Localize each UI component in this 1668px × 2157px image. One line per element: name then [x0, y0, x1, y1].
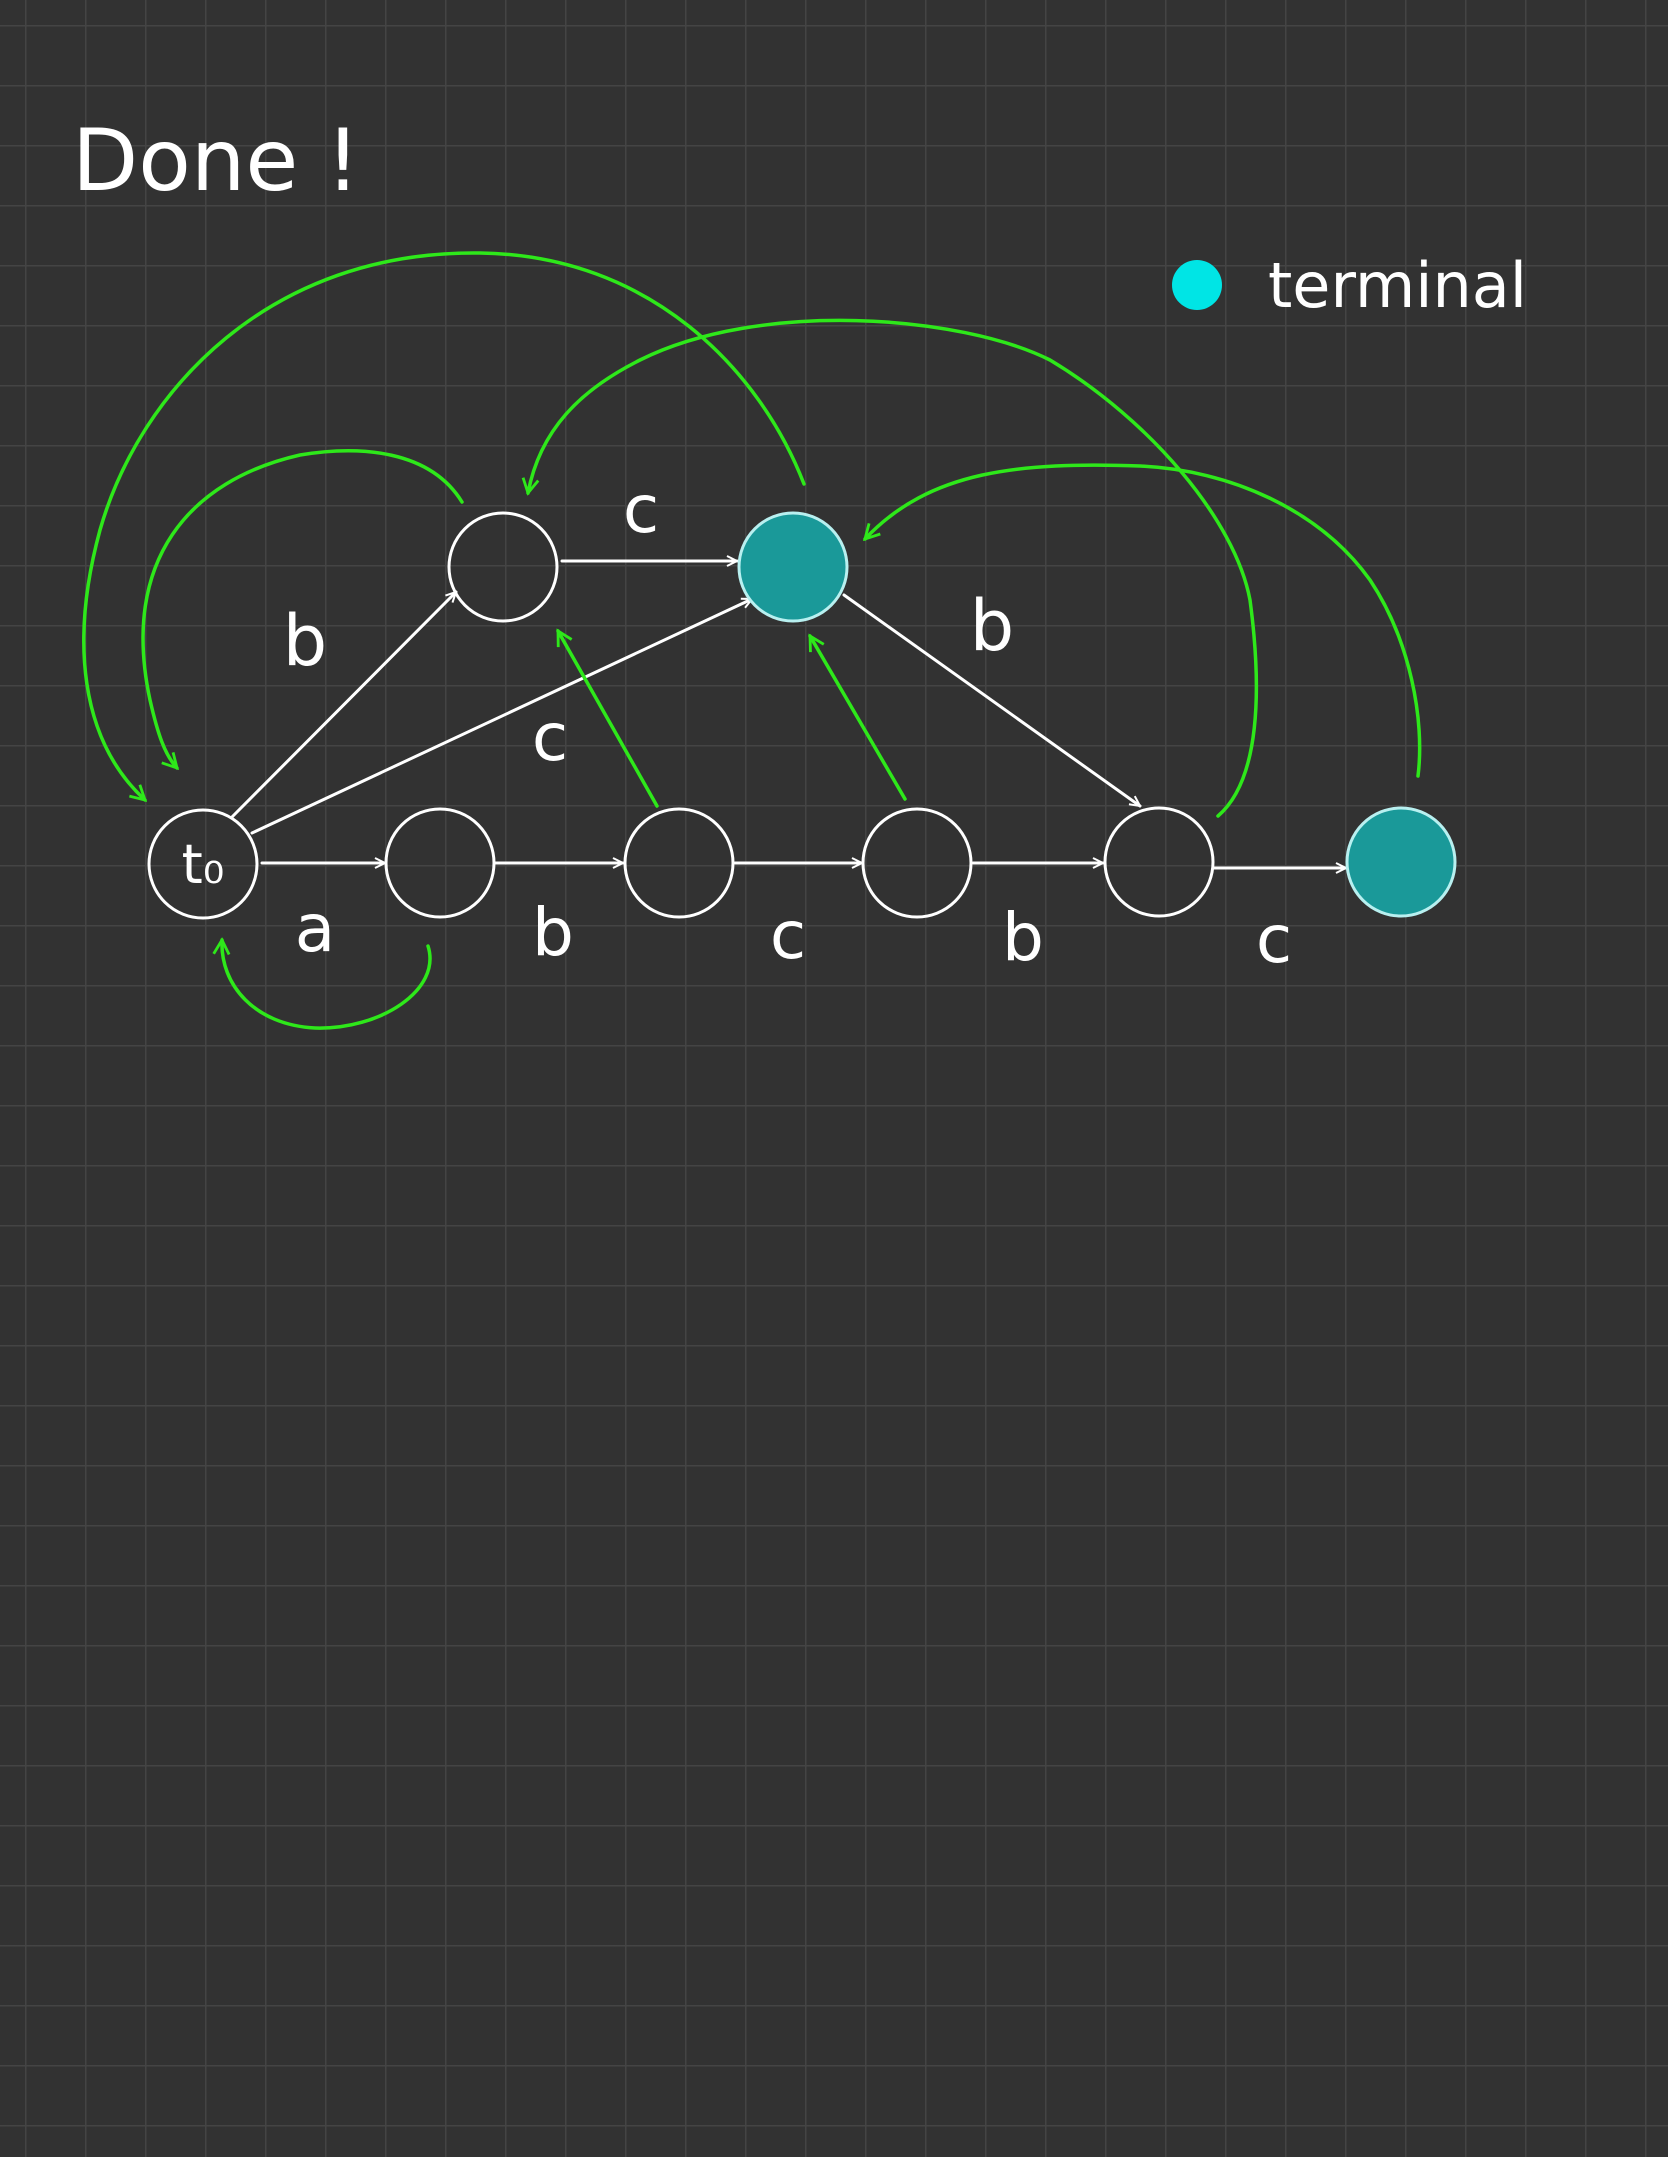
states: t₀	[147, 511, 1457, 920]
state-top	[447, 511, 559, 623]
state-top-terminal	[737, 511, 849, 623]
suffix-link-terminal-to-t0	[82, 251, 806, 800]
state-2	[623, 807, 735, 919]
suffix-link-top-to-t0	[141, 449, 464, 768]
state-t0-label: t₀	[182, 833, 225, 896]
label-b-n1-n2: b	[532, 894, 574, 971]
edge-b-terminal-n4	[842, 593, 1140, 808]
edge-labels: a b c b c b c c b	[283, 471, 1292, 978]
label-a-t0-n1: a	[295, 890, 335, 967]
label-b-t0-top: b	[283, 600, 327, 682]
state-4	[1103, 806, 1215, 918]
suffix-link-n2-to-top	[556, 631, 659, 808]
terminal-legend-swatch	[1172, 260, 1222, 310]
suffix-links	[82, 251, 1422, 1030]
label-c-top-terminal: c	[623, 471, 659, 548]
suffix-link-n5-to-terminal	[865, 463, 1422, 778]
legend: terminal	[1172, 249, 1527, 322]
label-c-n4-n5: c	[1256, 901, 1292, 978]
edge-b-t0-top	[230, 592, 456, 819]
transitions	[230, 561, 1348, 868]
suffix-link-n1-to-t0	[222, 940, 432, 1030]
page-title: Done !	[72, 111, 360, 211]
label-b-n3-n4: b	[1002, 899, 1044, 976]
suffix-link-n3-to-terminal	[808, 636, 907, 801]
edge-c-t0-terminal	[250, 597, 752, 835]
state-5-terminal	[1345, 806, 1457, 918]
legend-label: terminal	[1268, 249, 1527, 322]
label-b-terminal-n4: b	[970, 585, 1014, 667]
label-c-n2-n3: c	[770, 897, 806, 974]
state-t0	[147, 808, 259, 920]
label-c-t0-terminal: c	[532, 699, 568, 776]
suffix-link-n4-to-top	[528, 318, 1259, 818]
state-3	[861, 807, 973, 919]
state-1	[384, 807, 496, 919]
